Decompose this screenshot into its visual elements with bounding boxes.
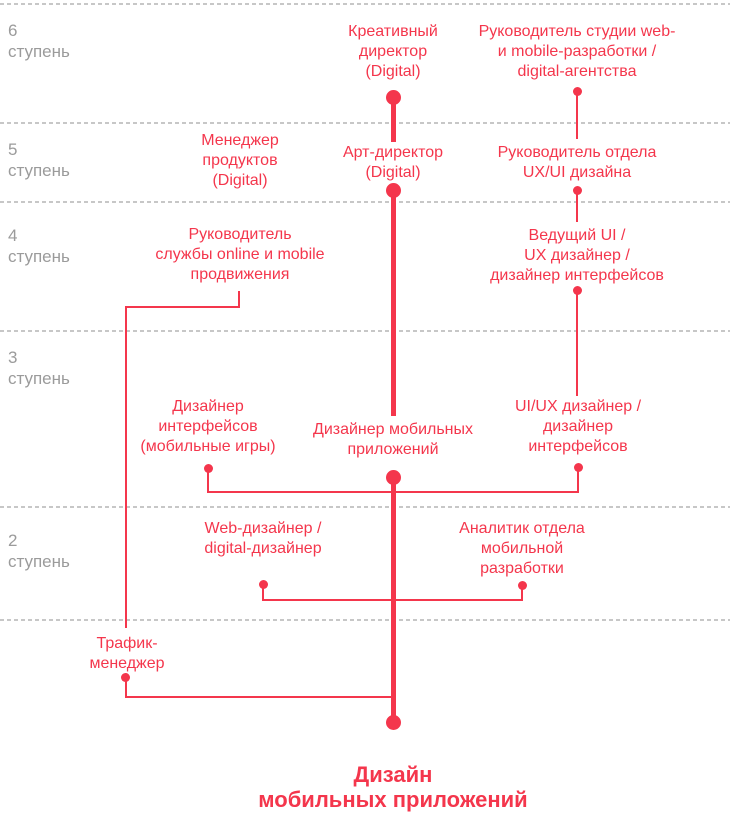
- level-separator: [0, 122, 730, 124]
- level-separator: [0, 3, 730, 5]
- right-branch-segment-3: [576, 290, 578, 396]
- online-mobile-head-stem: [238, 291, 240, 308]
- dot-traffic-manager: [121, 673, 130, 682]
- dot-web-designer: [259, 580, 268, 589]
- level-label-2: 2 ступень: [8, 530, 70, 572]
- level-separator: [0, 619, 730, 621]
- web-designer-drop: [262, 584, 264, 601]
- node-interface-designer-games: Дизайнер интерфейсов (мобильные игры): [140, 398, 276, 455]
- dot-interface-designer-games: [204, 464, 213, 473]
- level-number: 2: [8, 531, 18, 550]
- level-word: ступень: [8, 552, 70, 571]
- node-studio-head: Руководитель студии web- и mobile-разраб…: [478, 23, 676, 80]
- level-label-6: 6 ступень: [8, 20, 70, 62]
- trunk-segment-top: [391, 97, 396, 142]
- node-traffic-manager: Трафик- менеджер: [89, 635, 165, 672]
- trunk-segment-middle: [391, 190, 396, 416]
- interface-designer-drop: [207, 468, 209, 493]
- right-branch-segment-1: [576, 91, 578, 139]
- node-uiux-designer: UI/UX дизайнер / дизайнер интерфейсов: [514, 398, 642, 455]
- level-separator: [0, 201, 730, 203]
- level-word: ступень: [8, 42, 70, 61]
- node-art-director: Арт-директор (Digital): [342, 144, 444, 181]
- right-branch-segment-2: [576, 190, 578, 222]
- left-branch-elbow: [125, 306, 240, 308]
- dot-uxui-dept-head: [573, 186, 582, 195]
- level-label-4: 4 ступень: [8, 225, 70, 267]
- level3-horizontal-connector: [207, 491, 579, 493]
- trunk-dot-root: [386, 715, 401, 730]
- left-branch-vertical: [125, 306, 127, 628]
- node-lead-ui-ux: Ведущий UI / UX дизайнер / дизайнер инте…: [490, 227, 664, 284]
- dot-studio-head: [573, 87, 582, 96]
- level-label-3: 3 ступень: [8, 347, 70, 389]
- node-product-manager: Менеджер продуктов (Digital): [201, 132, 279, 189]
- level-label-5: 5 ступень: [8, 139, 70, 181]
- level2-horizontal-connector: [262, 599, 522, 601]
- node-online-mobile-head: Руководитель службы online и mobile прод…: [155, 226, 325, 283]
- node-web-designer: Web-дизайнер / digital-дизайнер: [204, 520, 322, 557]
- traffic-manager-horizontal: [125, 696, 393, 698]
- dot-uiux-designer: [574, 463, 583, 472]
- dot-lead-ui-ux: [573, 286, 582, 295]
- diagram-title: Дизайн мобильных приложений: [258, 762, 528, 812]
- level-word: ступень: [8, 247, 70, 266]
- level-number: 3: [8, 348, 18, 367]
- level-separator: [0, 506, 730, 508]
- right-branch-segment-4: [577, 467, 579, 493]
- node-mobile-analytics: Аналитик отдела мобильной разработки: [459, 520, 585, 577]
- trunk-dot-art-director: [386, 183, 401, 198]
- level-separator: [0, 330, 730, 332]
- trunk-dot-mobile-app-designer: [386, 470, 401, 485]
- level-word: ступень: [8, 369, 70, 388]
- node-mobile-app-designer: Дизайнер мобильных приложений: [312, 421, 474, 458]
- level-number: 4: [8, 226, 18, 245]
- trunk-dot-creative-director: [386, 90, 401, 105]
- dot-mobile-analytics: [518, 581, 527, 590]
- level-word: ступень: [8, 161, 70, 180]
- node-creative-director: Креативный директор (Digital): [348, 23, 438, 80]
- node-uxui-dept-head: Руководитель отдела UX/UI дизайна: [497, 144, 657, 181]
- traffic-manager-drop: [125, 677, 127, 698]
- level-number: 6: [8, 21, 18, 40]
- analytics-drop: [521, 585, 523, 601]
- level-number: 5: [8, 140, 18, 159]
